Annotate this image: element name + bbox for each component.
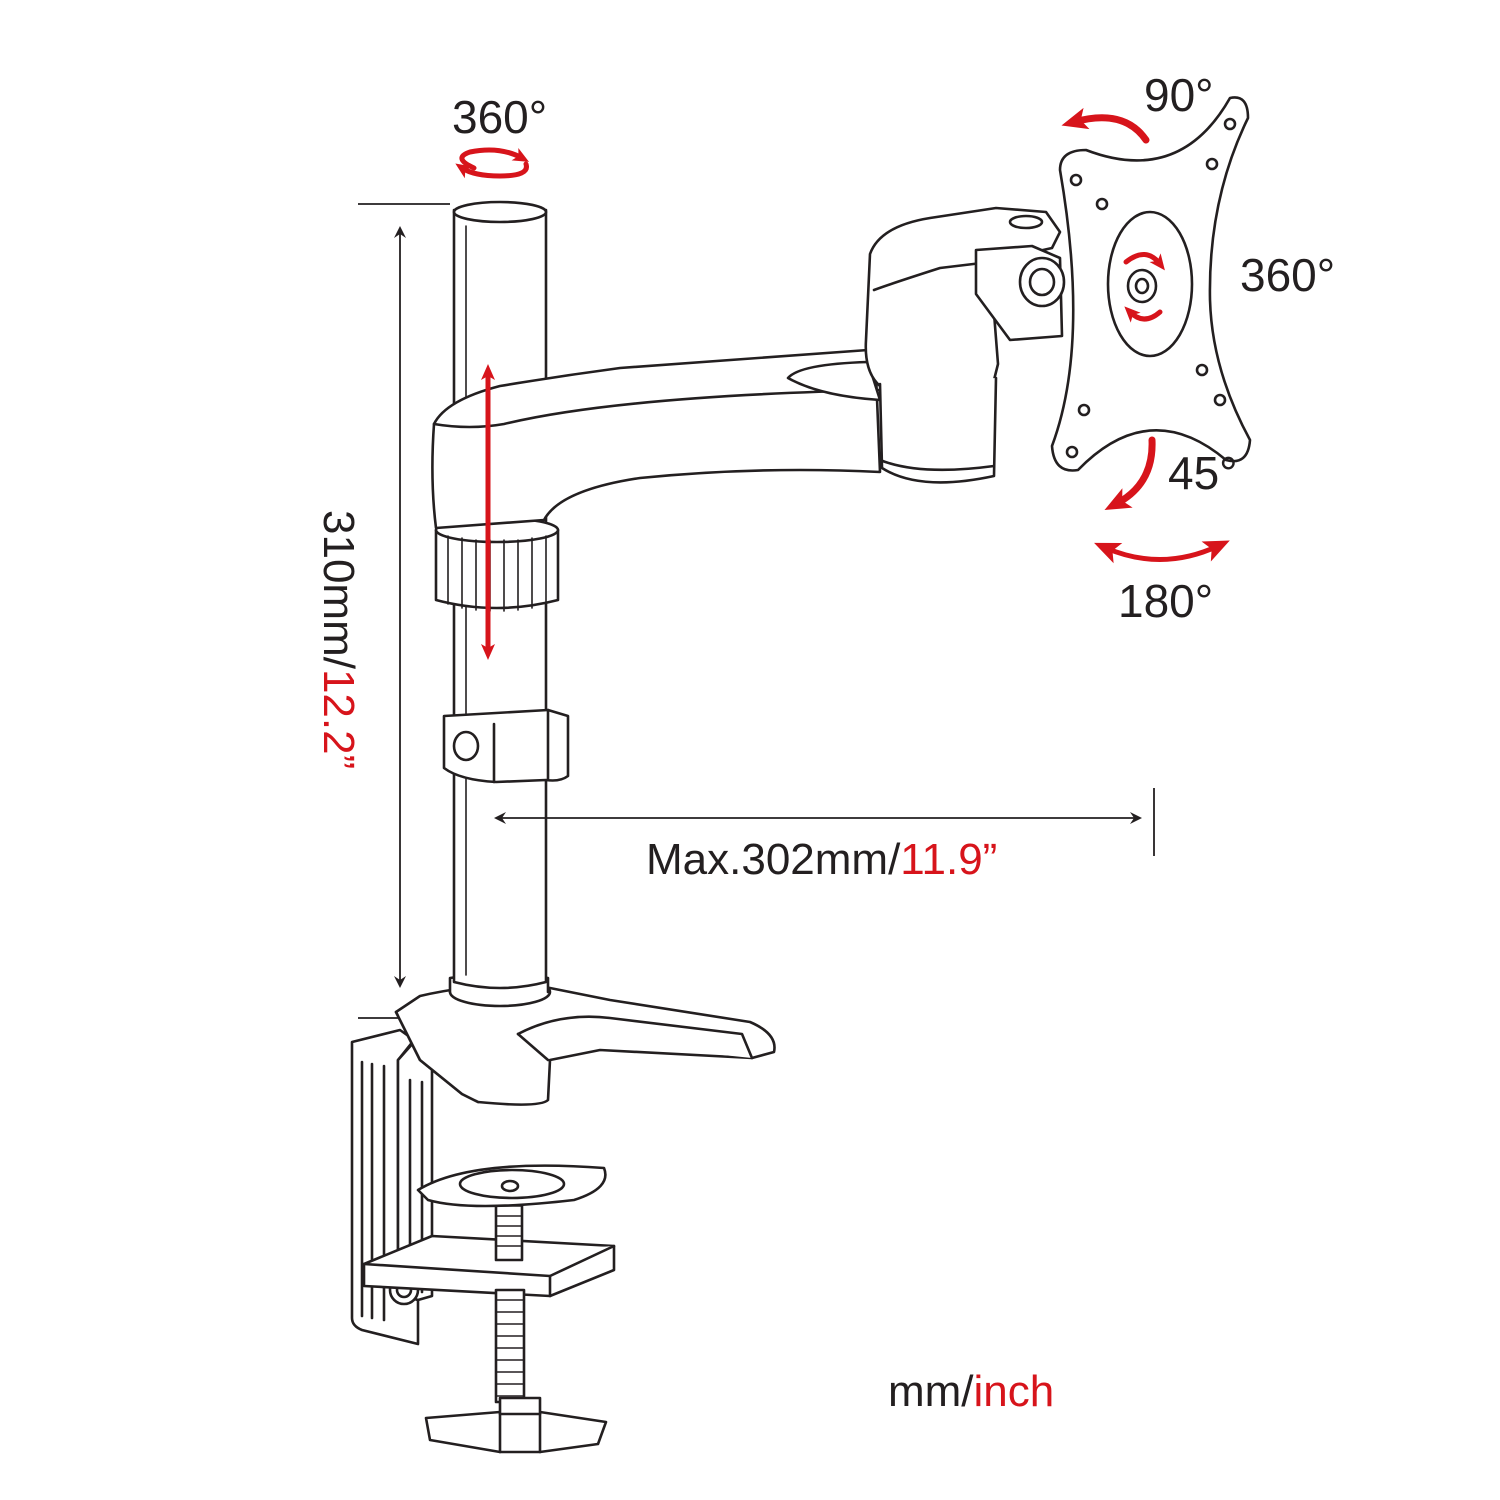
swivel-arrow-icon: [1094, 540, 1230, 564]
reach-metric: Max.302mm/: [646, 835, 901, 884]
units-legend: mm/inch: [888, 1370, 1054, 1414]
plate-rotate-arrow-icon: [1123, 252, 1165, 271]
plate-tilt-top-label: 90°: [1144, 69, 1214, 121]
height-metric: 310mm/: [314, 510, 363, 669]
clamp-screw: [494, 1186, 526, 1404]
pole-rotate-arrow-icon-lower: [455, 161, 529, 179]
units-imperial: inch: [973, 1367, 1055, 1416]
cable-clip: [442, 708, 570, 784]
desk-clamp: [350, 1028, 434, 1346]
pole-base: [394, 983, 776, 1106]
units-metric: mm/: [888, 1367, 974, 1416]
pole-rotate-arrow-icon: [459, 147, 530, 171]
reach-dimension-line: [494, 788, 1155, 856]
vesa-plate: [1050, 96, 1252, 472]
extension-arm: [431, 348, 882, 530]
clamp-handle: [424, 1396, 608, 1454]
swivel-label: 180°: [1118, 575, 1214, 627]
height-dimension-label: 310mm/12.2”: [314, 510, 363, 770]
height-imperial: 12.2”: [314, 668, 363, 770]
pole-rotation-label: 360°: [452, 91, 548, 143]
reach-imperial: 11.9”: [900, 835, 998, 884]
clamp-pressure-plate: [362, 1234, 616, 1298]
height-dimension-line: [358, 203, 450, 1019]
height-adjust-collar: [434, 516, 560, 612]
plate-tilt-label: 45°: [1168, 447, 1238, 499]
plate-rotate-arrow-icon-lower: [1124, 306, 1163, 323]
clamp-pad: [416, 1164, 607, 1208]
plate-rotation-label: 360°: [1240, 249, 1336, 301]
tilt-head: [974, 244, 1066, 342]
reach-dimension-label: Max.302mm/11.9”: [646, 838, 997, 882]
plate-tilt-down-arrow-icon: [1104, 436, 1156, 511]
plate-tilt-arrow-icon: [1061, 107, 1150, 144]
